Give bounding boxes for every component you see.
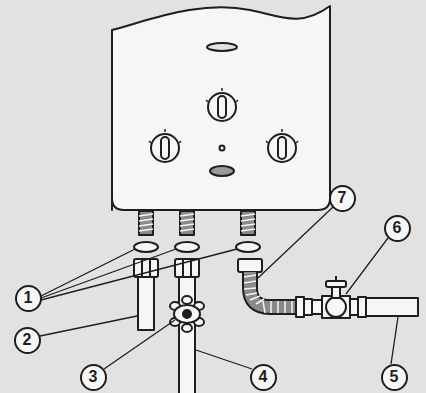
gas-valve <box>312 300 322 314</box>
threaded-stub <box>139 211 255 235</box>
sealing-washer <box>134 242 158 252</box>
threaded-stub <box>139 211 153 235</box>
control-knob <box>278 137 286 159</box>
callout-number: 5 <box>390 369 399 385</box>
callout-circle: 5 <box>381 364 408 391</box>
gas-hose <box>250 272 296 307</box>
leader-line <box>346 238 388 294</box>
callout-circle: 6 <box>384 215 411 242</box>
gas-valve <box>322 296 350 318</box>
threaded-stub <box>180 211 194 235</box>
leader-line <box>258 207 333 278</box>
water-valve-wheel <box>174 305 200 323</box>
callout-number: 4 <box>259 369 268 385</box>
control-knob <box>218 96 226 118</box>
indicator <box>220 146 225 151</box>
callout-number: 6 <box>393 220 402 236</box>
water-valve-wheel <box>183 310 191 318</box>
hot-water-pipe <box>138 276 154 330</box>
sealing-washer <box>134 242 260 252</box>
sealing-washer <box>175 242 199 252</box>
leader-line <box>41 249 237 300</box>
gas-valve <box>296 297 304 317</box>
sealing-washer <box>236 242 260 252</box>
control-knob <box>236 100 238 102</box>
control-knob <box>266 129 298 162</box>
callout-circle: 1 <box>15 285 42 312</box>
leader-line <box>40 316 137 336</box>
control-knob <box>208 93 236 121</box>
callout-circle: 2 <box>14 327 41 354</box>
control-knob <box>164 129 166 132</box>
control-knob <box>266 141 268 143</box>
callout-circle: 4 <box>250 364 277 391</box>
water-valve-wheel <box>182 296 192 304</box>
threaded-stub <box>241 211 255 235</box>
gas-valve <box>296 276 350 318</box>
callout-circle: 7 <box>329 185 356 212</box>
cold-water-pipe <box>179 276 195 393</box>
leader-line <box>104 320 175 369</box>
control-knob <box>268 134 296 162</box>
gas-hose <box>238 259 296 313</box>
thread-lines <box>180 214 194 231</box>
control-knob <box>206 100 208 102</box>
gas-supply-pipe <box>358 297 366 317</box>
illustration-group <box>40 6 418 393</box>
hot-water-pipe <box>149 259 151 277</box>
cold-water-pipe <box>182 259 184 277</box>
gas-supply-pipe <box>350 297 418 317</box>
leader-line <box>41 249 135 296</box>
gas-valve <box>326 281 346 287</box>
leader-line <box>40 207 398 369</box>
thread-lines <box>139 214 255 231</box>
thread-lines <box>139 214 153 231</box>
water-valve-wheel <box>170 296 204 332</box>
gas-hose <box>250 272 296 307</box>
callout-number: 7 <box>338 190 347 206</box>
control-knob <box>206 88 238 121</box>
gas-hose <box>238 259 262 272</box>
control-knob <box>151 134 179 162</box>
heater-body <box>207 43 237 51</box>
gas-valve <box>326 297 346 317</box>
thread-lines <box>241 214 255 231</box>
control-knob <box>161 137 169 159</box>
control-knob <box>296 141 298 143</box>
indicator <box>210 166 234 176</box>
control-knob <box>179 141 181 143</box>
heater-body <box>112 6 330 210</box>
control-knob <box>149 141 151 143</box>
indicator <box>210 146 234 177</box>
gas-valve <box>335 276 337 281</box>
callout-number: 2 <box>23 332 32 348</box>
gas-hose <box>244 275 292 313</box>
callout-number: 1 <box>24 290 33 306</box>
callout-number: 3 <box>89 369 98 385</box>
leader-line <box>196 350 252 369</box>
hot-water-pipe <box>134 259 158 330</box>
heater-body <box>112 6 330 210</box>
control-knob <box>149 129 181 162</box>
gas-supply-pipe <box>366 298 418 316</box>
gas-valve <box>304 299 312 315</box>
control-knob <box>221 88 223 91</box>
gas-supply-pipe <box>350 299 358 315</box>
callout-circle: 3 <box>80 364 107 391</box>
leader-line <box>391 317 398 364</box>
water-valve-wheel <box>182 324 192 332</box>
control-knob <box>281 129 283 132</box>
leader-line <box>41 249 176 298</box>
